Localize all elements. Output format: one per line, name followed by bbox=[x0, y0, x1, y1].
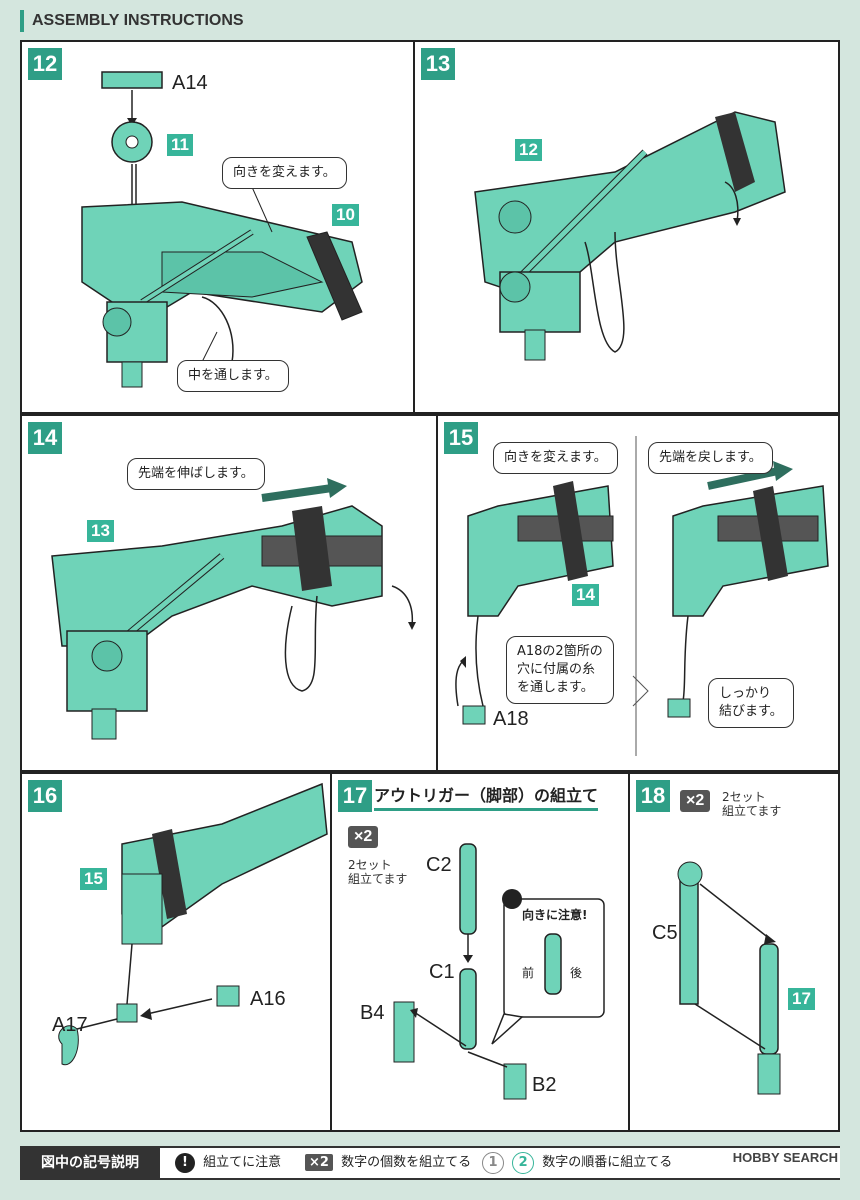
step-17-panel: 17 アウトリガー（脚部）の組立て ×2 2セット 組立てます C2 C1 B4… bbox=[330, 772, 630, 1132]
callout-pass-through: 中を通します。 bbox=[177, 360, 289, 392]
page-header: ASSEMBLY INSTRUCTIONS bbox=[20, 10, 244, 32]
set-count-note: 2セット 組立てます bbox=[722, 790, 782, 818]
part-label-a17: A17 bbox=[52, 1014, 88, 1036]
part-label-c1: C1 bbox=[429, 961, 455, 983]
callout-extend-tip: 先端を伸ばします。 bbox=[127, 458, 265, 490]
step-15-panel: 15 向きを変えます。 先端を戻します。 14 A18の2箇所の 穴に付属の糸 … bbox=[436, 414, 840, 772]
part-badge-10: 10 bbox=[332, 204, 359, 226]
step-number: 16 bbox=[28, 780, 62, 812]
part-label-c5: C5 bbox=[652, 922, 678, 944]
step-16-panel: 16 15 A16 A17 bbox=[20, 772, 332, 1132]
part-label-a18: A18 bbox=[493, 708, 529, 730]
part-label-a14: A14 bbox=[172, 72, 208, 94]
step-number: 17 bbox=[338, 780, 372, 812]
multiplier-badge: ×2 bbox=[680, 790, 711, 812]
callout-return-tip: 先端を戻します。 bbox=[648, 442, 773, 474]
boom-tip-string-illustration bbox=[455, 436, 829, 756]
part-badge-11: 11 bbox=[167, 134, 193, 156]
caution-text: 組立てに注意 bbox=[203, 1155, 282, 1170]
step-number: 14 bbox=[28, 422, 62, 454]
boom-extend-illustration bbox=[51, 478, 416, 740]
outrigger-link-illustration bbox=[677, 861, 781, 1095]
legend-title: 図中の記号説明 bbox=[20, 1148, 160, 1178]
boom-rotated-illustration bbox=[474, 111, 786, 361]
step-number: 12 bbox=[28, 48, 62, 80]
step-number: 15 bbox=[444, 422, 478, 454]
step-17-title: アウトリガー（脚部）の組立て bbox=[374, 782, 599, 811]
set-count-note: 2セット 組立てます bbox=[348, 858, 408, 886]
part-label-b2: B2 bbox=[532, 1074, 557, 1096]
step-14-panel: 14 先端を伸ばします。 13 bbox=[20, 414, 438, 772]
part-label-a16: A16 bbox=[250, 988, 286, 1010]
callout-tie-firmly: しっかり 結びます。 bbox=[708, 678, 794, 728]
legend-caution: ! 組立てに注意 bbox=[175, 1148, 281, 1178]
outrigger-illustration bbox=[393, 843, 605, 1100]
order-2-icon: 2 bbox=[512, 1151, 535, 1174]
step-18-panel: 18 ×2 2セット 組立てます C5 17 bbox=[628, 772, 840, 1132]
part-badge-15: 15 bbox=[80, 868, 107, 890]
step-number: 18 bbox=[636, 780, 670, 812]
part-badge-13: 13 bbox=[87, 520, 114, 542]
legend-order: 1 2 数字の順番に組立てる bbox=[482, 1148, 672, 1178]
callout-change-direction: 向きを変えます。 bbox=[222, 157, 347, 189]
part-label-c2: C2 bbox=[426, 854, 452, 876]
order-text: 数字の順番に組立てる bbox=[542, 1155, 673, 1170]
multiplier-icon: ×2 bbox=[305, 1154, 333, 1171]
multiplier-badge: ×2 bbox=[348, 826, 379, 848]
legend-multiplier: ×2 数字の個数を組立てる bbox=[305, 1148, 471, 1178]
callout-change-direction: 向きを変えます。 bbox=[493, 442, 618, 474]
part-badge-17: 17 bbox=[788, 988, 815, 1010]
caution-icon: ! bbox=[175, 1152, 195, 1173]
hook-attach-illustration bbox=[58, 782, 328, 1066]
front-label: 前 bbox=[522, 966, 535, 980]
step-number: 13 bbox=[421, 48, 455, 80]
step-12-panel: 12 A14 11 10 向きを変えます。 中を通します。 bbox=[20, 40, 415, 414]
step-13-panel: 13 12 bbox=[413, 40, 840, 414]
back-label: 後 bbox=[570, 966, 583, 980]
caution-title: 向きに注意! bbox=[522, 908, 588, 922]
callout-thread-a18: A18の2箇所の 穴に付属の糸 を通します。 bbox=[506, 636, 614, 704]
part-badge-14: 14 bbox=[572, 584, 599, 606]
part-label-b4: B4 bbox=[360, 1002, 385, 1024]
part-badge-12: 12 bbox=[515, 139, 542, 161]
order-1-icon: 1 bbox=[482, 1151, 504, 1174]
multiplier-text: 数字の個数を組立てる bbox=[341, 1155, 472, 1170]
symbol-legend: 図中の記号説明 ! 組立てに注意 ×2 数字の個数を組立てる 1 2 数字の順番… bbox=[20, 1146, 840, 1180]
boom-assembly-illustration bbox=[81, 71, 363, 388]
watermark-logo: HOBBY SEARCH bbox=[732, 1150, 838, 1165]
